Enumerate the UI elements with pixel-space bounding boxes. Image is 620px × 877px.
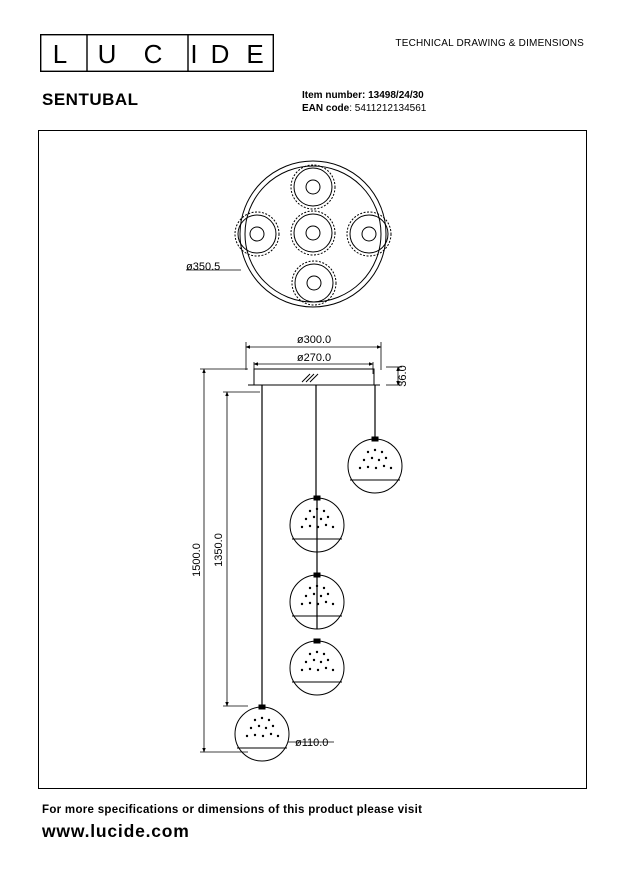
item-number-row: Item number: 13498/24/30	[302, 89, 426, 102]
pendant-shade	[347, 436, 403, 494]
lucide-logo: L U C I D E	[40, 34, 274, 72]
height-dimensions	[200, 368, 260, 753]
logo-letter-e: E	[246, 39, 263, 69]
footer-url[interactable]: www.lucide.com	[42, 821, 190, 841]
item-info: Item number: 13498/24/30 EAN code: 54112…	[302, 89, 426, 115]
logo-letter-d: D	[211, 39, 230, 69]
item-number-label: Item number:	[302, 90, 366, 101]
mount-diameter-label: ø270.0	[297, 352, 331, 364]
canopy-diameter-label: ø300.0	[297, 334, 331, 346]
cables	[261, 385, 376, 708]
item-number-value: 13498/24/30	[368, 90, 424, 101]
top-diameter-label: ø350.5	[186, 261, 220, 273]
logo-letter-u: U	[98, 39, 117, 69]
ean-row: EAN code: 5411212134561	[302, 102, 426, 115]
technical-drawing: ø350.5 ø300.0 ø270.0 36.0 1500.0 1350.0	[186, 160, 409, 762]
pendant-shade	[289, 638, 345, 696]
drawing-frame	[38, 130, 587, 789]
pendant-shade	[234, 704, 290, 762]
top-shade	[290, 210, 336, 256]
canopy-height-label: 36.0	[397, 365, 409, 386]
top-shade	[291, 260, 337, 306]
cable-length-label: 1350.0	[213, 533, 225, 567]
logo-letter-c: C	[144, 39, 163, 69]
top-shade	[234, 211, 280, 257]
shade-diameter-label: ø110.0	[295, 737, 328, 749]
document-type: TECHNICAL DRAWING & DIMENSIONS	[395, 38, 584, 49]
logo-letter-i: I	[190, 39, 197, 69]
ean-value: : 5411212134561	[349, 103, 427, 114]
product-name: SENTUBAL	[42, 90, 139, 109]
ean-label: EAN code	[302, 103, 350, 114]
canopy-dimensions	[245, 342, 402, 386]
top-shade	[290, 164, 336, 210]
top-shade	[346, 211, 392, 257]
canopy	[248, 368, 380, 386]
total-height-label: 1500.0	[191, 543, 203, 577]
footer-note: For more specifications or dimensions of…	[42, 804, 423, 816]
pendant-shade	[289, 572, 345, 630]
pendant-shade	[289, 495, 345, 553]
logo-letter-l: L	[53, 39, 67, 69]
top-view	[234, 160, 392, 308]
